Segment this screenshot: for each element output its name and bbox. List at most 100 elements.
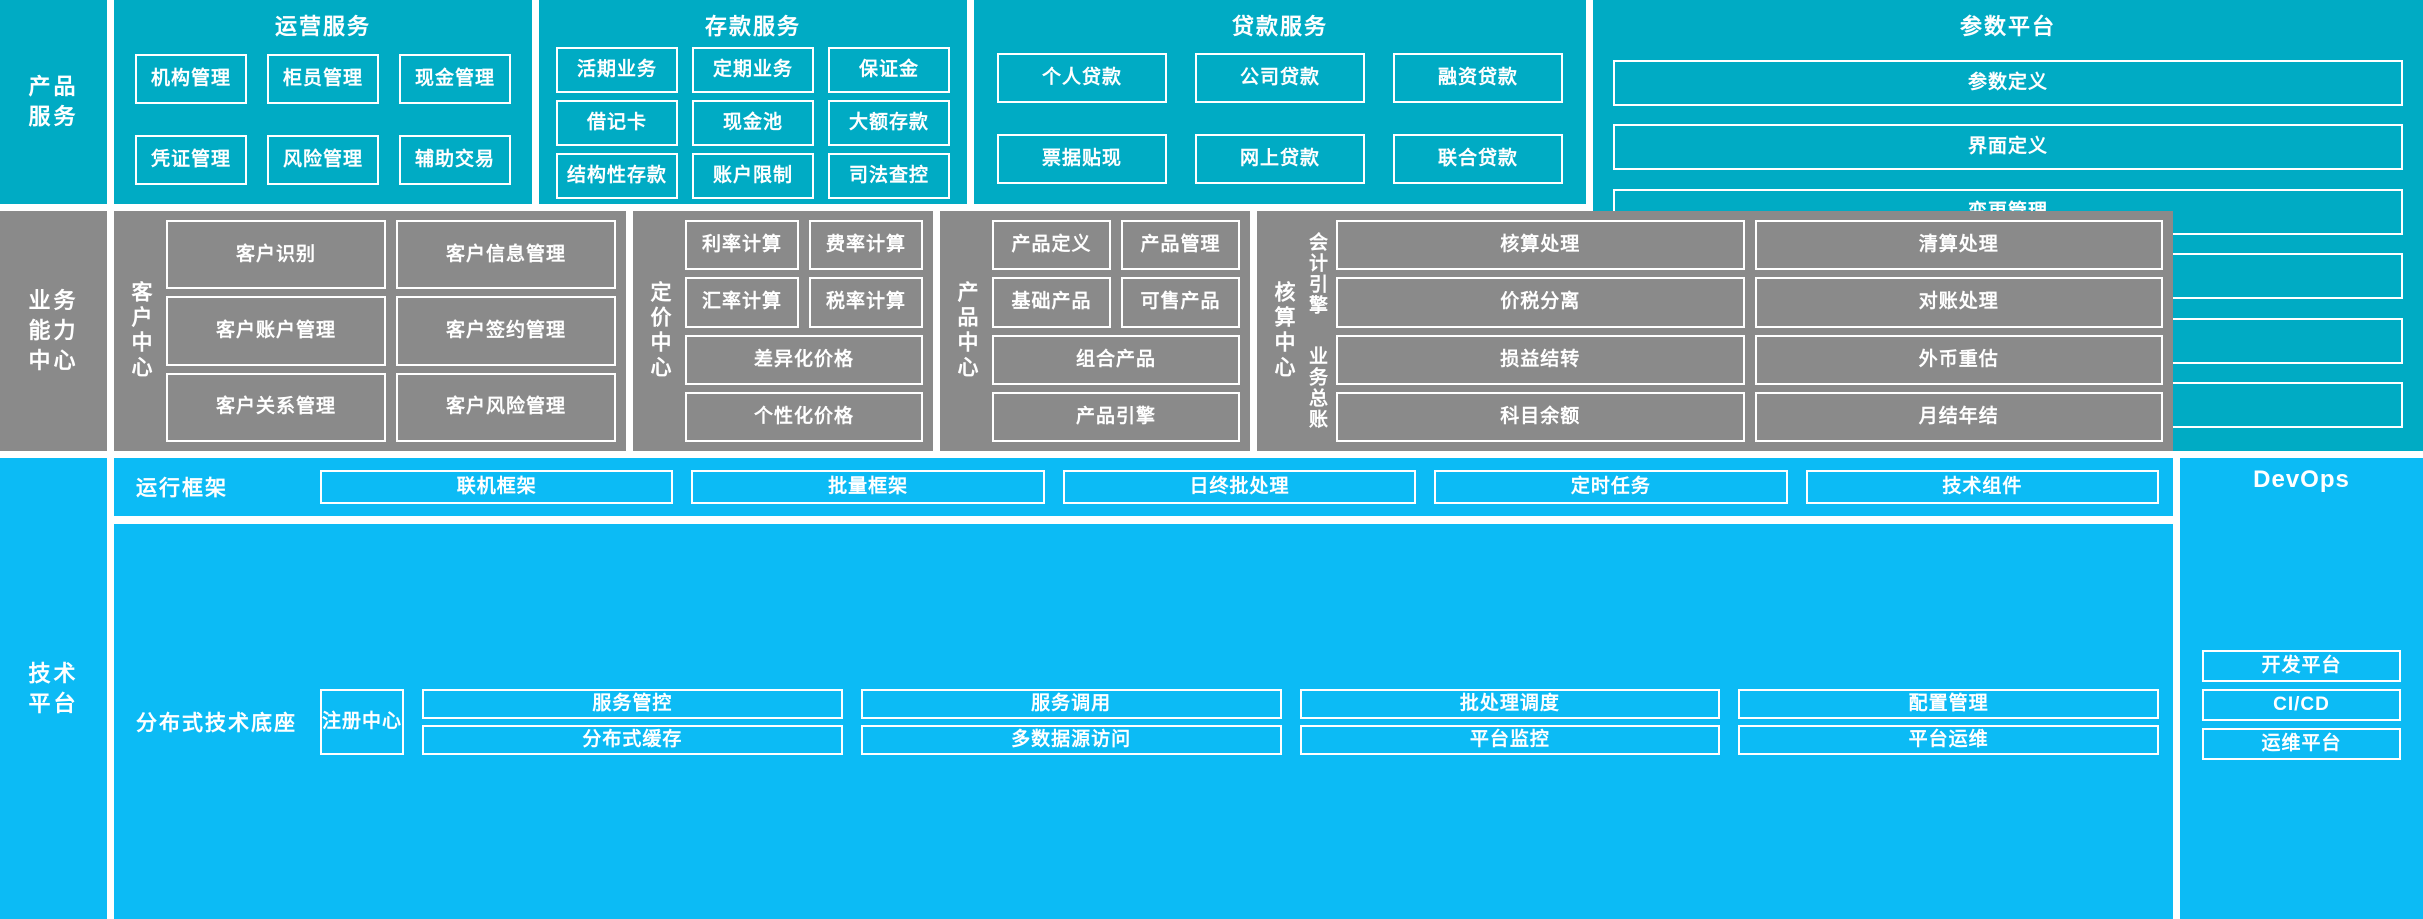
tile-customer-0-0[interactable]: 客户识别 bbox=[166, 220, 386, 290]
devops-items: 开发平台 CI/CD 运维平台 bbox=[2202, 498, 2401, 911]
tile-operation-5[interactable]: 辅助交易 bbox=[399, 134, 511, 185]
tile-param-1[interactable]: 界面定义 bbox=[1613, 124, 2403, 171]
tile-deposit-1[interactable]: 定期业务 bbox=[692, 47, 814, 93]
tile-loan-3[interactable]: 票据贴现 bbox=[997, 133, 1167, 184]
tile-loan-5[interactable]: 联合贷款 bbox=[1393, 133, 1563, 184]
center-product-row-1: 基础产品 可售产品 bbox=[992, 277, 1240, 328]
tile-deposit-6[interactable]: 结构性存款 bbox=[556, 153, 678, 199]
accounting-subgroup-ledger: 业务总账 损益结转 外币重估 科目余额 月结年结 bbox=[1303, 334, 2163, 442]
row-label-capability-center: 业务 能力 中心 bbox=[0, 211, 107, 451]
tile-registry-center[interactable]: 注册中心 bbox=[320, 688, 405, 755]
tile-ledger-1-0[interactable]: 科目余额 bbox=[1336, 391, 1745, 442]
tile-operation-2[interactable]: 现金管理 bbox=[399, 54, 511, 105]
foundation-column-3: 配置管理 平台运维 bbox=[1738, 688, 2160, 755]
tile-ledger-0-0[interactable]: 损益结转 bbox=[1336, 334, 1745, 385]
tile-runtime-2[interactable]: 日终批处理 bbox=[1062, 470, 1417, 504]
center-customer: 客户中心 客户识别 客户信息管理 客户账户管理 客户签约管理 客户关系管理 客户… bbox=[114, 211, 626, 451]
tile-ledger-1-1[interactable]: 月结年结 bbox=[1754, 391, 2163, 442]
tile-loan-2[interactable]: 融资贷款 bbox=[1393, 53, 1563, 104]
tile-operation-1[interactable]: 柜员管理 bbox=[267, 54, 379, 105]
tile-operation-0[interactable]: 机构管理 bbox=[135, 54, 247, 105]
accounting-engine-row-1: 价税分离 对账处理 bbox=[1336, 277, 2163, 328]
tile-operation-3[interactable]: 凭证管理 bbox=[135, 134, 247, 185]
tile-runtime-1[interactable]: 批量框架 bbox=[691, 470, 1045, 504]
center-customer-row-2: 客户关系管理 客户风险管理 bbox=[166, 372, 616, 442]
band-label-runtime-framework: 运行框架 bbox=[136, 477, 228, 500]
tile-operation-4[interactable]: 风险管理 bbox=[267, 134, 379, 185]
tile-devops-2[interactable]: 运维平台 bbox=[2202, 727, 2401, 760]
tile-accounting-engine-0-0[interactable]: 核算处理 bbox=[1336, 220, 1745, 271]
tile-foundation-1-0[interactable]: 服务调用 bbox=[860, 688, 1282, 719]
tile-pricing-0-0[interactable]: 利率计算 bbox=[685, 220, 799, 271]
tile-deposit-2[interactable]: 保证金 bbox=[828, 47, 950, 93]
tile-customer-2-0[interactable]: 客户关系管理 bbox=[166, 372, 386, 442]
foundation-column-0: 服务管控 分布式缓存 bbox=[422, 688, 843, 755]
center-accounting: 核算中心 会计引擎 核算处理 清算处理 价税分离 对账处理 bbox=[1257, 211, 2173, 451]
panel-title-parameter-platform: 参数平台 bbox=[1959, 14, 2056, 39]
row-label-capability-center-text: 业务 能力 中心 bbox=[28, 288, 79, 373]
tile-pricing-0-1[interactable]: 费率计算 bbox=[809, 220, 923, 271]
tile-accounting-engine-1-1[interactable]: 对账处理 bbox=[1754, 277, 2163, 328]
deposit-service-tiles: 活期业务 定期业务 保证金 借记卡 现金池 大额存款 结构性存款 账户限制 司法… bbox=[548, 47, 958, 203]
tile-runtime-4[interactable]: 技术组件 bbox=[1805, 470, 2160, 504]
tile-customer-1-1[interactable]: 客户签约管理 bbox=[396, 296, 616, 366]
foundation-column-2: 批处理调度 平台监控 bbox=[1299, 688, 1721, 755]
tile-product-3-0[interactable]: 产品引擎 bbox=[992, 391, 1240, 442]
tile-deposit-4[interactable]: 现金池 bbox=[692, 100, 814, 146]
tile-accounting-engine-0-1[interactable]: 清算处理 bbox=[1754, 220, 2163, 271]
tile-ledger-0-1[interactable]: 外币重估 bbox=[1754, 334, 2163, 385]
tile-product-0-1[interactable]: 产品管理 bbox=[1121, 220, 1240, 271]
center-customer-body: 客户识别 客户信息管理 客户账户管理 客户签约管理 客户关系管理 客户风险管理 bbox=[160, 220, 616, 442]
panel-title-operation-service: 运营服务 bbox=[274, 14, 371, 39]
tile-runtime-3[interactable]: 定时任务 bbox=[1434, 470, 1788, 504]
tile-foundation-2-1[interactable]: 平台监控 bbox=[1299, 724, 1721, 755]
tile-customer-0-1[interactable]: 客户信息管理 bbox=[396, 220, 616, 290]
center-pricing-row-1: 汇率计算 税率计算 bbox=[685, 277, 923, 328]
tile-devops-1[interactable]: CI/CD bbox=[2202, 688, 2401, 721]
tile-pricing-3-0[interactable]: 个性化价格 bbox=[685, 391, 923, 442]
tile-foundation-3-0[interactable]: 配置管理 bbox=[1738, 688, 2160, 719]
tile-foundation-2-0[interactable]: 批处理调度 bbox=[1299, 688, 1721, 719]
tile-accounting-engine-1-0[interactable]: 价税分离 bbox=[1336, 277, 1745, 328]
row-label-technical-platform-text: 技术 平台 bbox=[28, 660, 79, 716]
center-product-row-0: 产品定义 产品管理 bbox=[992, 220, 1240, 271]
panel-title-deposit-service: 存款服务 bbox=[704, 14, 801, 39]
tile-deposit-8[interactable]: 司法查控 bbox=[828, 153, 950, 199]
tile-pricing-1-0[interactable]: 汇率计算 bbox=[685, 277, 799, 328]
row-label-product-service: 产品 服务 bbox=[0, 0, 107, 204]
tile-customer-1-0[interactable]: 客户账户管理 bbox=[166, 296, 386, 366]
tile-loan-4[interactable]: 网上贷款 bbox=[1195, 133, 1365, 184]
tile-deposit-3[interactable]: 借记卡 bbox=[556, 100, 678, 146]
center-customer-row-1: 客户账户管理 客户签约管理 bbox=[166, 296, 616, 366]
center-product-row-2: 组合产品 bbox=[992, 334, 1240, 385]
operation-service-tiles: 机构管理 柜员管理 现金管理 凭证管理 风险管理 辅助交易 bbox=[123, 47, 523, 196]
tile-devops-0[interactable]: 开发平台 bbox=[2202, 649, 2401, 682]
panel-title-loan-service: 贷款服务 bbox=[1231, 14, 1328, 39]
tile-loan-0[interactable]: 个人贷款 bbox=[997, 53, 1167, 104]
tile-deposit-7[interactable]: 账户限制 bbox=[692, 153, 814, 199]
tile-product-0-0[interactable]: 产品定义 bbox=[992, 220, 1111, 271]
center-customer-row-0: 客户识别 客户信息管理 bbox=[166, 220, 616, 290]
tile-foundation-0-0[interactable]: 服务管控 bbox=[422, 688, 843, 719]
tile-foundation-0-1[interactable]: 分布式缓存 bbox=[422, 724, 843, 755]
center-accounting-body: 会计引擎 核算处理 清算处理 价税分离 对账处理 bbox=[1303, 220, 2163, 442]
tile-product-2-0[interactable]: 组合产品 bbox=[992, 334, 1240, 385]
tile-foundation-3-1[interactable]: 平台运维 bbox=[1738, 724, 2160, 755]
tile-foundation-1-1[interactable]: 多数据源访问 bbox=[860, 724, 1282, 755]
center-pricing-row-0: 利率计算 费率计算 bbox=[685, 220, 923, 271]
center-label-pricing: 定价中心 bbox=[648, 281, 671, 381]
tile-pricing-2-0[interactable]: 差异化价格 bbox=[685, 334, 923, 385]
tile-runtime-0[interactable]: 联机框架 bbox=[320, 470, 674, 504]
tile-customer-2-1[interactable]: 客户风险管理 bbox=[396, 372, 616, 442]
tile-pricing-1-1[interactable]: 税率计算 bbox=[809, 277, 923, 328]
tile-loan-1[interactable]: 公司贷款 bbox=[1195, 53, 1365, 104]
accounting-subgroups: 会计引擎 核算处理 清算处理 价税分离 对账处理 bbox=[1303, 220, 2163, 442]
tile-deposit-5[interactable]: 大额存款 bbox=[828, 100, 950, 146]
foundation-column-1: 服务调用 多数据源访问 bbox=[860, 688, 1282, 755]
center-label-accounting: 核算中心 bbox=[1272, 281, 1295, 381]
loan-service-tiles: 个人贷款 公司贷款 融资贷款 票据贴现 网上贷款 联合贷款 bbox=[983, 47, 1577, 196]
tile-product-1-0[interactable]: 基础产品 bbox=[992, 277, 1111, 328]
tile-deposit-0[interactable]: 活期业务 bbox=[556, 47, 678, 93]
tile-param-0[interactable]: 参数定义 bbox=[1613, 59, 2403, 106]
tile-product-1-1[interactable]: 可售产品 bbox=[1121, 277, 1240, 328]
